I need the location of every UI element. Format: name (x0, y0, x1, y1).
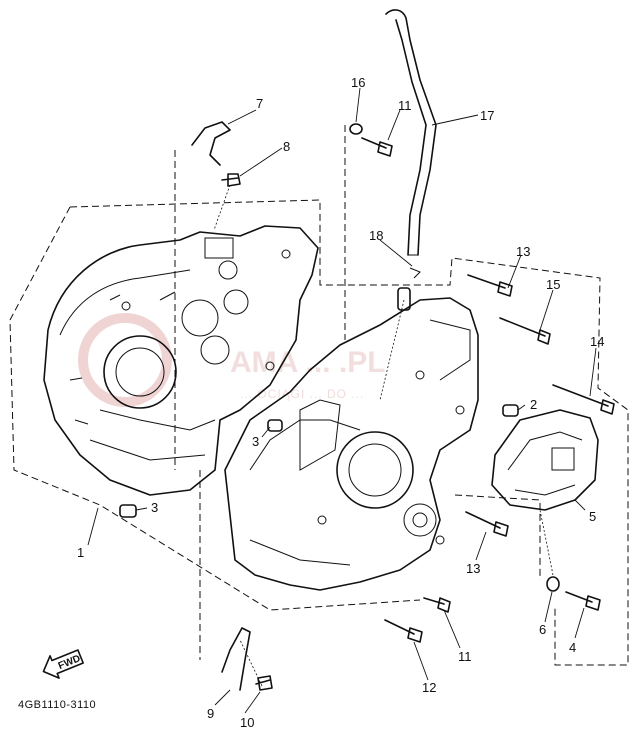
callout-13: 13 (466, 561, 480, 576)
callout-10: 10 (240, 715, 254, 730)
bolt-12 (384, 619, 423, 643)
dowel-pin-3a (119, 504, 137, 518)
callout-14: 14 (590, 334, 604, 349)
callout-4: 4 (569, 640, 576, 655)
left-crankcase (43, 225, 319, 496)
bolt-8 (221, 173, 241, 187)
alignment-lines (213, 184, 554, 687)
callout-6: 6 (539, 622, 546, 637)
clamp-9 (221, 627, 251, 691)
boundary-cover (454, 494, 541, 580)
bolt-11-top (361, 137, 393, 157)
washer-16 (349, 123, 363, 135)
callout-11: 11 (398, 98, 412, 113)
right-crankcase (224, 297, 479, 591)
clamps (191, 121, 251, 691)
callout-18: 18 (369, 228, 383, 243)
dowel-pin-2 (502, 404, 519, 417)
callouts: 1 2 3 3 4 5 6 7 8 9 10 11 11 12 13 13 14… (77, 75, 604, 730)
fwd-arrow-icon (42, 649, 84, 679)
clamp-7 (191, 121, 231, 166)
watermark-subtitle: ... OCIĄGI ... DO ... (240, 387, 364, 401)
breather-hose (385, 9, 437, 256)
drawing-code: 4GB1110-3110 (18, 699, 96, 711)
dowel-pins (119, 267, 519, 518)
callout-15: 15 (546, 277, 560, 292)
bolt-15 (499, 317, 551, 345)
bolt-4 (565, 591, 601, 611)
boundary-right-case (69, 199, 629, 666)
bolt-14 (552, 384, 615, 415)
assembly-boundaries (9, 125, 629, 666)
boundary-left-case (9, 206, 421, 611)
callout-13: 13 (516, 244, 530, 259)
watermark-brand: AMA ... .PL (230, 346, 386, 379)
callout-1: 1 (77, 545, 84, 560)
watermark-logo-icon (78, 313, 172, 407)
callout-7: 7 (256, 96, 263, 111)
callout-8: 8 (283, 139, 290, 154)
callout-3: 3 (151, 500, 158, 515)
washer-6 (546, 576, 560, 592)
callout-3: 3 (252, 434, 259, 449)
callout-12: 12 (422, 680, 436, 695)
watermark: AMA ... .PL ... OCIĄGI ... DO ... (78, 313, 386, 407)
callout-17: 17 (480, 108, 494, 123)
crankcase-cover (491, 409, 599, 511)
callout-2: 2 (530, 397, 537, 412)
bolt-13-bottom (465, 511, 509, 537)
dowel-pin-3b (267, 419, 283, 432)
callout-5: 5 (589, 509, 596, 524)
fwd-arrow: FWD (42, 649, 84, 679)
fitting-18 (397, 287, 411, 311)
callout-11: 11 (458, 649, 472, 664)
fasteners (221, 123, 615, 691)
bolt-10 (255, 675, 273, 691)
bolt-11-bottom (423, 597, 451, 613)
callout-9: 9 (207, 706, 214, 721)
callout-16: 16 (351, 75, 365, 90)
leader-lines (87, 87, 597, 714)
bolt-13-top (467, 274, 513, 297)
